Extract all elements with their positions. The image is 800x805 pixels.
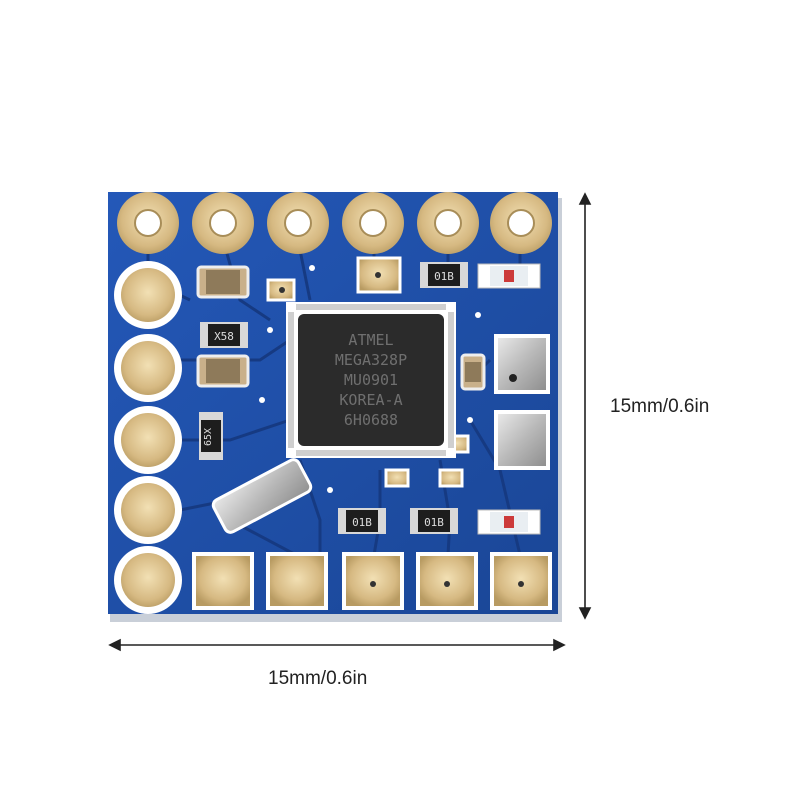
resistor-label: X58 — [214, 330, 234, 343]
capacitors — [196, 265, 486, 391]
edge-pad — [114, 546, 182, 614]
smd-pad — [342, 552, 404, 610]
bottom-pad-row — [192, 552, 552, 610]
through-hole-pad — [192, 192, 254, 254]
width-dimension-line — [108, 638, 566, 652]
resistor-label: 01B — [424, 516, 444, 529]
chip-marking-line: ATMEL — [348, 331, 393, 349]
edge-pad — [114, 476, 182, 544]
resistor: 01B — [410, 508, 458, 534]
through-hole-pad — [117, 192, 179, 254]
through-hole-pad — [417, 192, 479, 254]
through-hole-pad — [490, 192, 552, 254]
edge-pad — [114, 406, 182, 474]
smd-pad — [416, 552, 478, 610]
resistor: X58 — [200, 322, 248, 348]
resistor: 01B — [338, 508, 386, 534]
led — [477, 509, 541, 535]
edge-pad — [114, 261, 182, 329]
through-hole-pad — [342, 192, 404, 254]
chip-marking-line: MEGA328P — [335, 351, 407, 369]
height-dimension-line — [578, 192, 592, 620]
chip-marking-line: 6H0688 — [344, 411, 398, 429]
smd-pad — [192, 552, 254, 610]
metal-component — [494, 410, 550, 470]
smd-pad — [490, 552, 552, 610]
height-dimension-label: 15mm/0.6in — [610, 396, 710, 417]
smd-pad — [266, 552, 328, 610]
resistor: 65X — [199, 412, 223, 460]
left-pin-row — [114, 261, 182, 614]
resistor-label: 01B — [352, 516, 372, 529]
vias — [259, 265, 481, 493]
resistor-label: 65X — [203, 428, 214, 446]
chip-marking-line: MU0901 — [344, 371, 398, 389]
metal-component — [494, 334, 550, 394]
crystal-oscillator — [211, 458, 313, 534]
led — [477, 263, 541, 289]
top-pin-header — [117, 192, 552, 254]
through-hole-pad — [267, 192, 329, 254]
resistor-label: 01B — [434, 270, 454, 283]
chip-marking-line: KOREA-A — [339, 391, 402, 409]
resistor: 01B — [420, 262, 468, 288]
microcontroller: ATMEL MEGA328P MU0901 KOREA-A 6H0688 — [286, 302, 456, 458]
width-dimension-label: 15mm/0.6in — [268, 668, 368, 689]
edge-pad — [114, 334, 182, 402]
